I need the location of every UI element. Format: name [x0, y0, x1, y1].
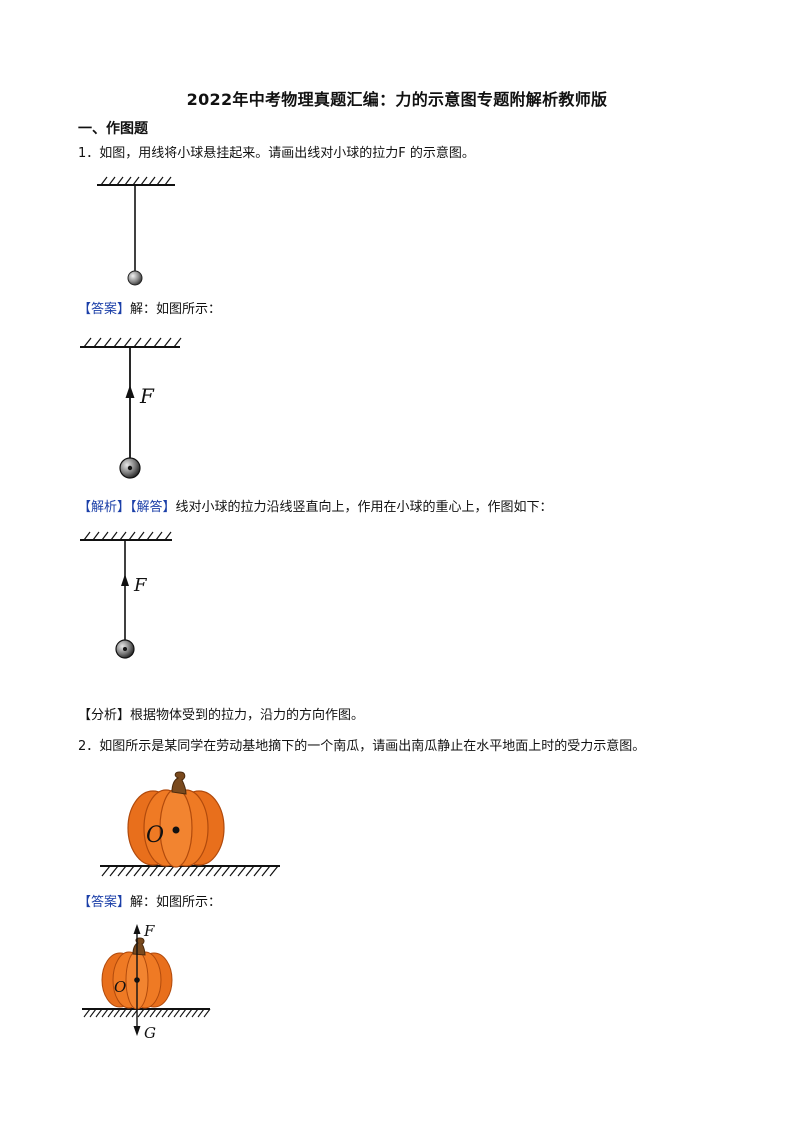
q1-figure-hanging-ball — [97, 176, 175, 286]
q1-jiexi-figure: F — [80, 531, 172, 659]
q2-figure-pumpkin: O — [100, 771, 280, 877]
center-label-o-2: O — [114, 978, 126, 996]
question-1-text: 1．如图，用线将小球悬挂起来。请画出线对小球的拉力F 的示意图。 — [78, 146, 475, 161]
section-heading: 一、作图题 — [78, 121, 148, 137]
q1-jiexi-line: 【解析】【解答】线对小球的拉力沿线竖直向上，作用在小球的重心上，作图如下： — [78, 499, 553, 517]
force-label-f-2: F — [133, 575, 148, 596]
q2-answer-figure: F G O — [82, 922, 211, 1042]
jiexi-text: 线对小球的拉力沿线竖直向上，作用在小球的重心上，作图如下： — [175, 500, 553, 515]
jiexi-tag: 【解析】【解答】 — [78, 500, 176, 515]
q1-answer-figure: F — [80, 337, 182, 479]
q1-answer-line: 【答案】解：如图所示： — [78, 301, 221, 319]
force-label-f-up: F — [143, 922, 155, 940]
q2-answer-line: 【答案】解：如图所示： — [78, 894, 221, 912]
force-label-g-down: G — [144, 1024, 156, 1042]
force-label-f: F — [139, 384, 155, 408]
center-label-o: O — [146, 823, 164, 848]
answer-text: 解：如图所示： — [130, 302, 222, 317]
document-title: 2022年中考物理真题汇编：力的示意图专题附解析教师版 — [186, 90, 608, 109]
answer-text-2: 解：如图所示： — [130, 895, 222, 910]
q1-fenxi-line: 【分析】根据物体受到的拉力，沿力的方向作图。 — [78, 707, 364, 725]
question-2-text: 2．如图所示是某同学在劳动基地摘下的一个南瓜，请画出南瓜静止在水平地面上时的受力… — [78, 739, 646, 754]
answer-tag-2: 【答案】 — [78, 895, 131, 910]
fenxi-tag: 【分析】 — [78, 708, 131, 723]
answer-tag: 【答案】 — [78, 302, 131, 317]
fenxi-text: 根据物体受到的拉力，沿力的方向作图。 — [130, 708, 365, 723]
